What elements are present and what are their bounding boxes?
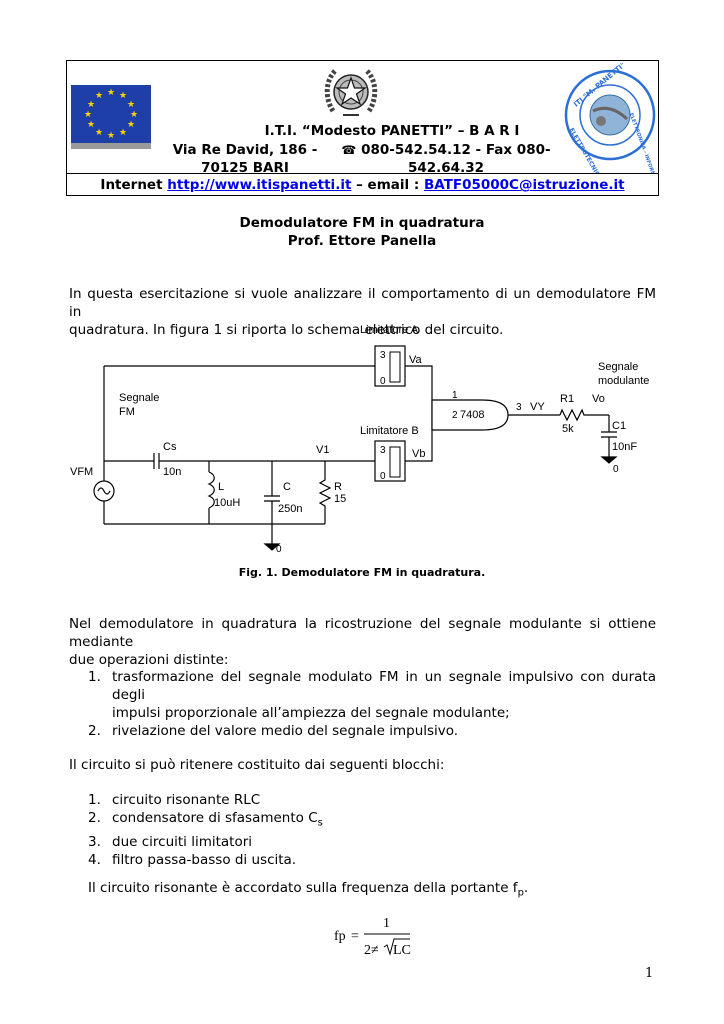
main-ground-label: 0 (276, 544, 282, 555)
list-text: due circuiti limitatori (112, 833, 253, 850)
contact-line: Internet http://www.itispanetti.it – ema… (67, 177, 658, 193)
gate-input-2: 2 (452, 410, 458, 421)
v1-label: V1 (316, 444, 329, 456)
italian-republic-emblem (324, 69, 378, 116)
paragraph-operations: Nel demodulatore in quadratura la ricost… (69, 615, 656, 669)
list-text: filtro passa-basso di uscita. (112, 851, 297, 868)
header-box: ★ ★ ★ ★ ★ ★ ★ ★ ★ ★ ★ ★ ITI "M. PANETTI"… (66, 60, 659, 196)
va-label: Va (409, 354, 423, 366)
limiter-a-pin3: 3 (380, 350, 386, 361)
list-text-line-1: trasformazione del segnale modulato FM i… (112, 669, 656, 703)
cs-label: Cs (163, 441, 177, 453)
list-item: 2. rivelazione del valore medio del segn… (88, 722, 656, 740)
signal-mod-label-2: modulante (598, 375, 649, 387)
intro-line-1: In questa esercitazione si vuole analizz… (69, 286, 656, 320)
c1-value: 10nF (612, 441, 637, 453)
list-item: 4. filtro passa-basso di uscita. (88, 851, 656, 869)
list-item: 2. condensatore di sfasamento Cs (88, 809, 656, 833)
phone-line-1: 080-542.54.12 - Fax 080- (361, 142, 551, 158)
gate-input-1: 1 (452, 390, 458, 401)
para2-line-2: due operazioni distinte: (69, 652, 229, 668)
eu-flag-logo: ★ ★ ★ ★ ★ ★ ★ ★ ★ ★ ★ ★ (71, 85, 151, 149)
list-text: condensatore di sfasamento C (112, 810, 318, 826)
telephone-icon: ☎ (341, 143, 357, 157)
signal-mod-label-1: Segnale (598, 361, 638, 373)
formula-denominator-coef: 2≠ (364, 943, 379, 958)
list-number: 2. (88, 810, 101, 826)
resonant-paragraph: Il circuito risonante è accordato sulla … (88, 879, 656, 903)
limiter-a-label: Limitatore A (360, 324, 419, 336)
vfm-label: VFM (70, 466, 93, 478)
limiter-b-label: Limitatore B (360, 425, 419, 437)
phone-line-2: 542.64.32 (407, 160, 484, 176)
figure-caption: Fig. 1. Demodulatore FM in quadratura. (238, 566, 486, 579)
r1-label: R1 (560, 393, 574, 405)
list-number: 3. (88, 833, 101, 850)
list-item: 3. due circuiti limitatori (88, 833, 656, 851)
formula-equals: = (351, 929, 359, 944)
c-value: 250n (278, 503, 302, 515)
list-number: 1. (88, 669, 101, 685)
list-number: 4. (88, 851, 101, 868)
intro-line-2: quadratura. In figura 1 si riporta lo sc… (69, 322, 504, 338)
circuit-schematic: Limitatore A 3 0 Va Limitatore B 3 0 Vb … (70, 324, 649, 555)
list-item: 1. trasformazione del segnale modulato F… (88, 668, 656, 722)
list-subscript: s (317, 817, 323, 829)
gate-output-3: 3 (516, 402, 522, 413)
r-label: R (334, 481, 342, 493)
formula-radicand: LC (393, 943, 411, 958)
limiter-b-pin3: 3 (380, 445, 386, 456)
document-title: Demodulatore FM in quadratura (239, 215, 485, 231)
resonant-text: Il circuito risonante è accordato sulla … (88, 880, 518, 896)
school-name: I.T.I. “Modesto PANETTI” – B A R I (264, 123, 520, 139)
school-phone: ☎ 080-542.54.12 - Fax 080- 542.64.32 (337, 141, 555, 177)
r-value: 15 (334, 493, 346, 505)
list-text: rivelazione del valore medio del segnale… (112, 723, 459, 739)
formula-numerator: 1 (383, 916, 390, 931)
vb-label: Vb (412, 448, 425, 460)
document-author: Prof. Ettore Panella (287, 233, 437, 249)
list-number: 1. (88, 792, 101, 808)
c1-label: C1 (612, 420, 626, 432)
limiter-a-pin0: 0 (380, 376, 386, 387)
email-link[interactable]: BATF05000C@istruzione.it (423, 177, 625, 193)
blocks-intro: Il circuito si può ritenere costituito d… (69, 757, 445, 773)
list-text-line-2: impulsi proporzionale all’ampiezza del s… (112, 705, 510, 721)
address-line-1: Via Re David, 186 - (172, 142, 318, 158)
formula-lhs: fp (334, 929, 346, 944)
r1-value: 5k (562, 423, 574, 435)
school-address: Via Re David, 186 - 70125 BARI (171, 141, 319, 177)
list-text: circuito risonante RLC (112, 792, 261, 808)
list-item: 1. circuito risonante RLC (88, 791, 656, 809)
operations-list: 1. trasformazione del segnale modulato F… (88, 668, 656, 740)
email-separator: – email : (356, 177, 420, 193)
resonance-formula: fp = 1 2≠ LC (334, 916, 411, 958)
internet-label: Internet (100, 177, 163, 193)
vo-label: Vo (592, 393, 605, 405)
resonant-end: . (523, 880, 529, 896)
l-value: 10uH (214, 497, 240, 509)
school-logo: ITI "M. PANETTI" - BARI ELETTROTECNICA E… (564, 63, 657, 173)
vy-label: VY (530, 401, 545, 413)
cs-value: 10n (163, 466, 181, 478)
resonant-subscript: p (517, 887, 524, 899)
signal-fm-label-2: FM (119, 406, 135, 418)
header-divider (67, 173, 658, 174)
limiter-b-pin0: 0 (380, 471, 386, 482)
para2-line-1: Nel demodulatore in quadratura la ricost… (69, 616, 656, 650)
gate-type: 7408 (460, 409, 484, 421)
blocks-list: 1. circuito risonante RLC 2. condensator… (88, 791, 656, 869)
intro-paragraph: In questa esercitazione si vuole analizz… (69, 285, 656, 339)
website-link[interactable]: http://www.itispanetti.it (167, 177, 352, 193)
logo-ring-text-left: ELETTROTECNICA (568, 127, 604, 173)
page-number: 1 (645, 966, 654, 981)
list-number: 2. (88, 723, 101, 739)
signal-fm-label-1: Segnale (119, 392, 159, 404)
l-label: L (218, 481, 224, 493)
c-label: C (283, 481, 291, 493)
c1-ground-label: 0 (613, 464, 619, 475)
address-line-2: 70125 BARI (201, 160, 289, 176)
